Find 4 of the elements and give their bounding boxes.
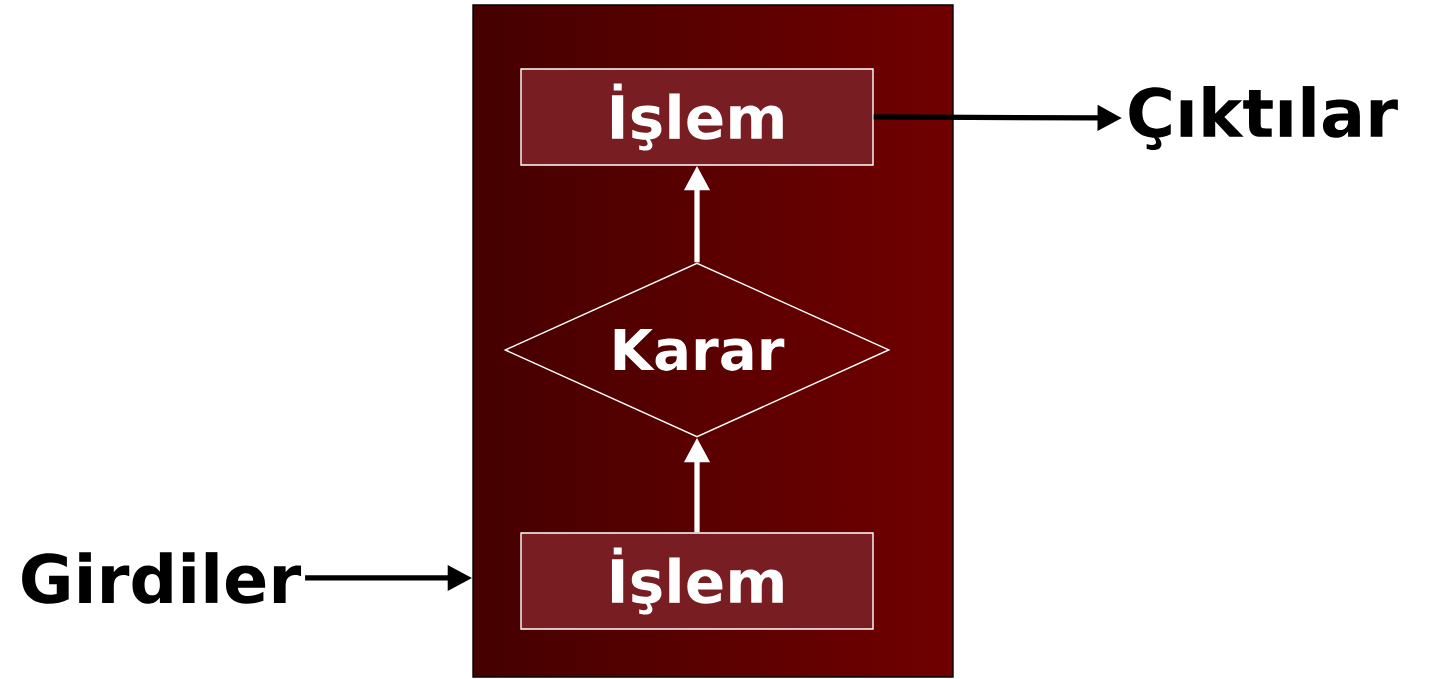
label-text: Girdiler: [22, 552, 302, 604]
process-box: İşlem: [520, 68, 874, 166]
label-text: Çıktılar: [1129, 86, 1398, 150]
process-box: İşlem: [520, 532, 874, 630]
